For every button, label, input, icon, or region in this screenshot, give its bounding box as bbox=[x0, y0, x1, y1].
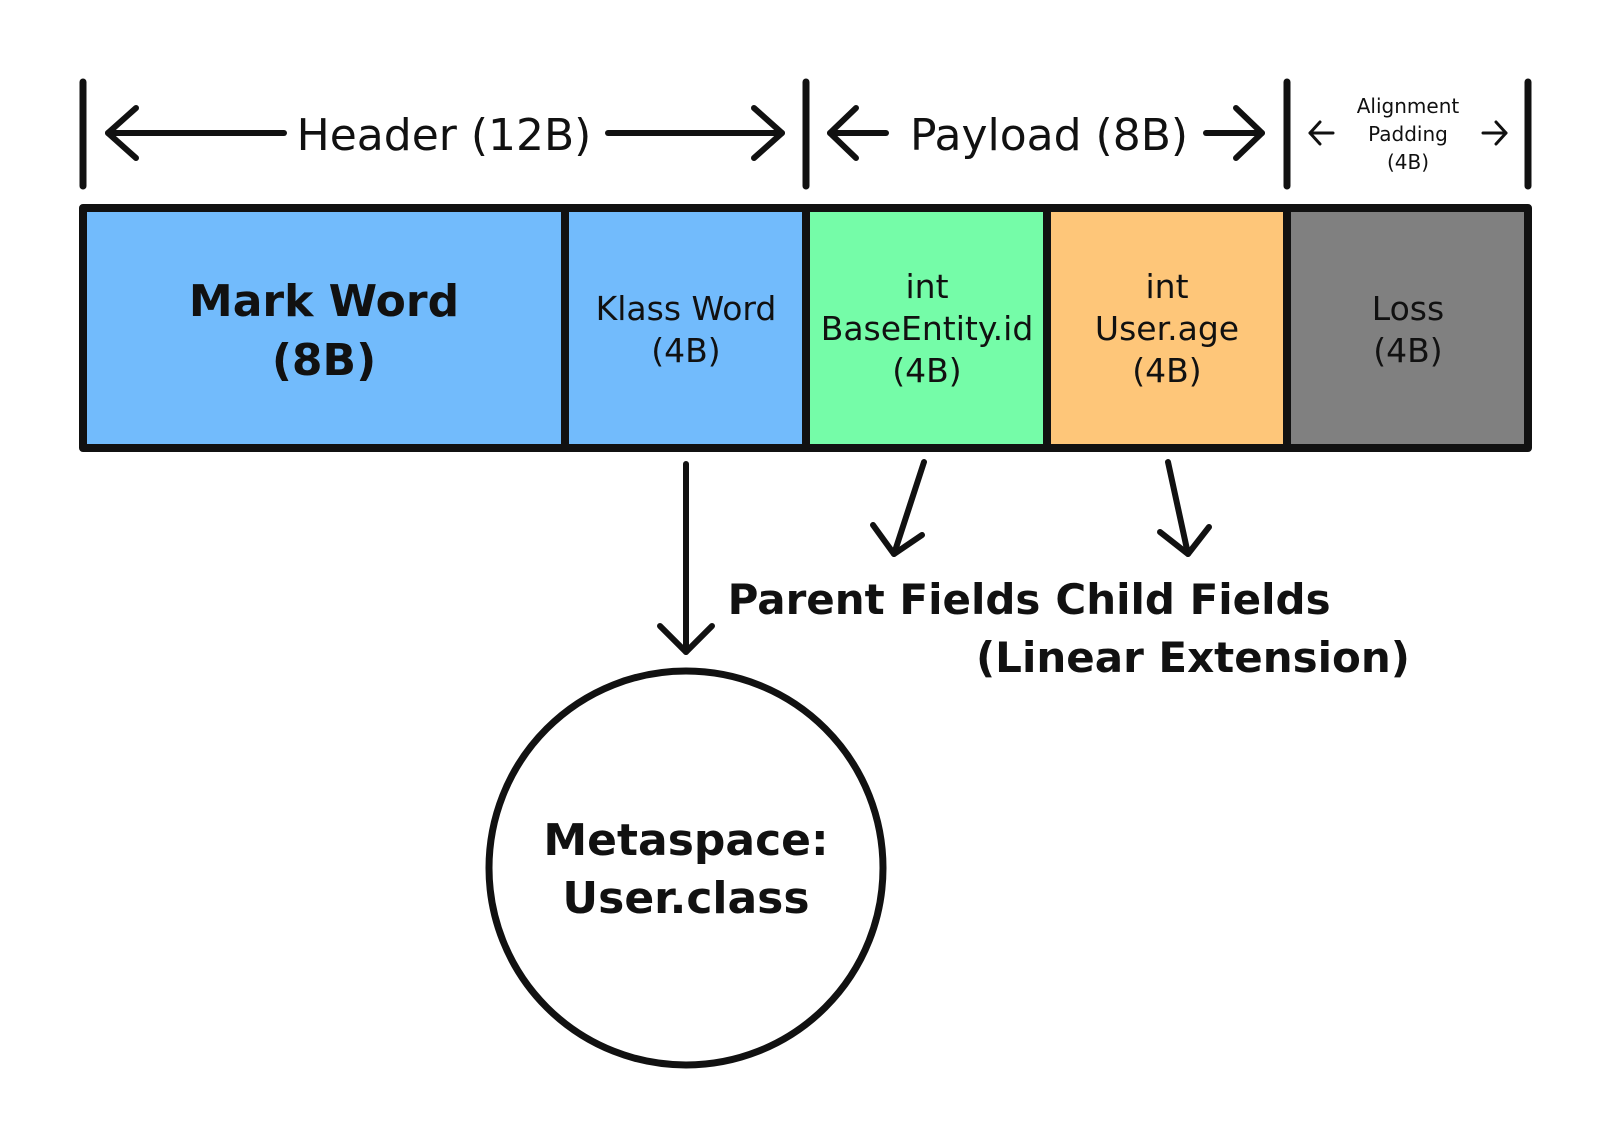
klass-word-label: Klass Word bbox=[596, 289, 777, 328]
child-fields-sublabel: (Linear Extension) bbox=[976, 633, 1410, 682]
metaspace-label: Metaspace: bbox=[543, 815, 828, 866]
user-age-name: User.age bbox=[1095, 309, 1239, 348]
base-id-size: (4B) bbox=[892, 351, 961, 390]
padding-span: Alignment Padding (4B) bbox=[1308, 94, 1508, 174]
payload-span-label: Payload (8B) bbox=[910, 110, 1188, 161]
parent-fields-label: Parent Fields bbox=[728, 575, 1041, 624]
child-fields-arrow-icon bbox=[1157, 459, 1212, 557]
metaspace-node: Metaspace: User.class bbox=[485, 667, 887, 1069]
base-id-type: int bbox=[905, 267, 948, 306]
right-arrow-icon bbox=[1481, 120, 1508, 146]
padding-span-label-line3: (4B) bbox=[1387, 150, 1429, 174]
header-span: Header (12B) bbox=[105, 105, 785, 161]
payload-span: Payload (8B) bbox=[827, 105, 1265, 161]
parent-fields-arrow-icon bbox=[870, 459, 927, 557]
span-boundaries bbox=[79, 78, 1532, 190]
loss-label: Loss bbox=[1372, 289, 1444, 328]
metaspace-class-label: User.class bbox=[562, 873, 809, 924]
right-arrow-icon bbox=[605, 105, 785, 161]
cell-loss bbox=[1287, 208, 1528, 448]
down-arrow-icon bbox=[657, 461, 715, 655]
cell-klass-word bbox=[565, 208, 806, 448]
left-arrow-icon bbox=[1308, 120, 1335, 146]
mark-word-size: (8B) bbox=[272, 335, 376, 386]
header-span-label: Header (12B) bbox=[297, 110, 592, 161]
metaspace-circle bbox=[485, 667, 887, 1069]
cell-base-entity-id bbox=[806, 208, 1047, 448]
right-arrow-icon bbox=[1203, 105, 1265, 161]
child-fields-label: Child Fields bbox=[1055, 575, 1330, 624]
cell-user-age bbox=[1047, 208, 1287, 448]
cell-mark-word bbox=[83, 208, 565, 448]
mark-word-label: Mark Word bbox=[189, 276, 459, 327]
padding-span-label-line1: Alignment bbox=[1357, 94, 1460, 118]
memory-layout-bar: Mark Word (8B) Klass Word (4B) int BaseE… bbox=[79, 204, 1532, 452]
loss-size: (4B) bbox=[1373, 331, 1442, 370]
padding-span-label-line2: Padding bbox=[1368, 122, 1448, 146]
left-arrow-icon bbox=[827, 105, 889, 161]
user-age-size: (4B) bbox=[1132, 351, 1201, 390]
left-arrow-icon bbox=[105, 105, 287, 161]
user-age-type: int bbox=[1145, 267, 1188, 306]
base-id-name: BaseEntity.id bbox=[821, 309, 1034, 348]
klass-word-size: (4B) bbox=[651, 331, 720, 370]
